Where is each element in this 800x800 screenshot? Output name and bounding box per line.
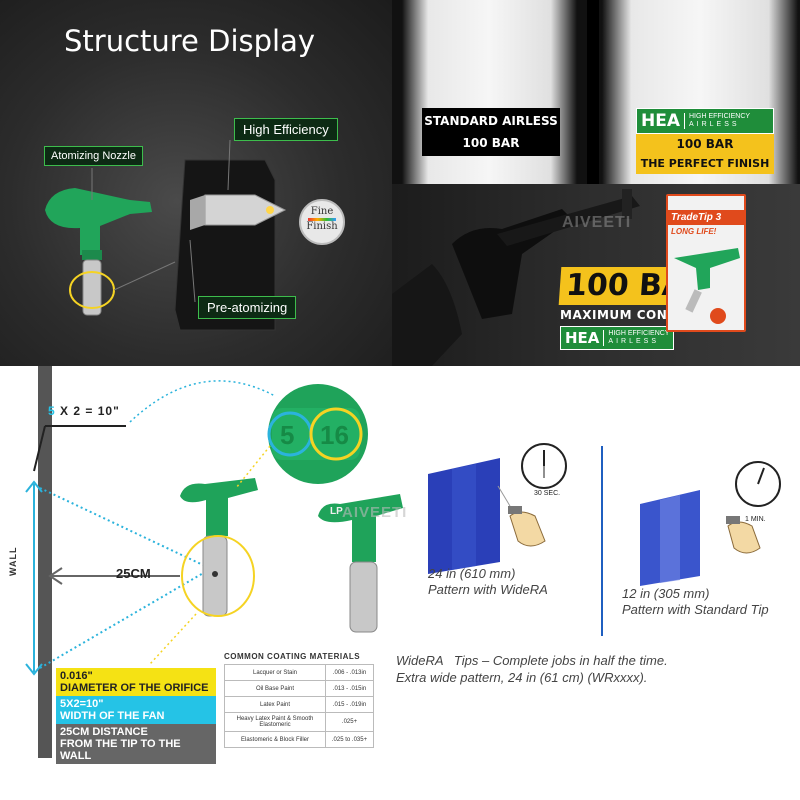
distance-info: 25CM DISTANCE FROM THE TIP TO THE WALL <box>56 724 216 764</box>
standard-pattern-name: Pattern with Standard Tip <box>622 602 769 617</box>
table-cell: .015 - .019in <box>325 696 374 713</box>
structure-panel: Structure Display High Efficiency Atomiz… <box>0 0 392 366</box>
table-cell: .025 to .035+ <box>325 731 374 748</box>
distance-label: 25CM <box>116 566 151 581</box>
table-row: Oil Base Paint.013 - .015in <box>224 680 374 697</box>
standard-pattern-size: 12 in (305 mm) <box>622 586 710 601</box>
clock-label-left: 30 SEC. <box>534 490 561 497</box>
promo-hea-desc: HIGH EFFICIENCY AIRLESS <box>603 330 669 346</box>
standard-airless-label: STANDARD AIRLESS 100 BAR <box>422 108 560 156</box>
box-tip-image <box>674 248 740 324</box>
badge-line-2: Finish <box>306 221 338 232</box>
structure-title: Structure Display <box>64 24 316 58</box>
table-cell: Lacquer or Stain <box>224 664 326 681</box>
wide-pattern-size: 24 in (610 mm) <box>428 566 516 581</box>
fan-info: 5X2=10" WIDTH OF THE FAN <box>56 696 216 724</box>
label-pre-atomizing: Pre-atomizing <box>198 296 297 319</box>
hea-line-2: AIRLESS <box>689 121 740 128</box>
wide-pattern <box>428 458 511 574</box>
hea-logo-box: HEA HIGH EFFICIENCY AIRLESS <box>636 108 774 134</box>
table-cell: .006 - .013in <box>325 664 374 681</box>
product-box: TradeTip 3 LONG LIFE! <box>666 194 746 332</box>
standard-pattern-caption: 12 in (305 mm) Pattern with Standard Tip <box>622 586 769 618</box>
table-cell: Heavy Latex Paint & Smooth Elastomeric <box>224 712 326 732</box>
promo-hea-line-2: AIRLESS <box>608 338 659 345</box>
standard-line-1: STANDARD AIRLESS <box>424 114 558 128</box>
fan-formula: 5 X 2 = 10" <box>48 404 120 418</box>
wide-pattern-name: Pattern with WideRA <box>428 582 548 597</box>
distance-value: 25CM DISTANCE <box>60 726 148 738</box>
promo-hea-logo: HEA HIGH EFFICIENCY AIRLESS <box>560 326 675 350</box>
table-row: Heavy Latex Paint & Smooth Elastomeric.0… <box>224 712 374 732</box>
perfect-finish: THE PERFECT FINISH <box>636 154 774 174</box>
label-atomizing-nozzle: Atomizing Nozzle <box>44 146 143 166</box>
widera-caption-line-2: Extra wide pattern, 24 in (61 cm) (WRxxx… <box>396 670 648 685</box>
orifice-info: 0.016" DIAMETER OF THE ORIFICE <box>56 668 216 696</box>
box-brand: TradeTip 3 <box>668 210 744 225</box>
coating-table: COMMON COATING MATERIALS Lacquer or Stai… <box>224 652 380 748</box>
promo-hea-mark: HEA <box>565 329 600 347</box>
table-cell: Latex Paint <box>224 696 326 713</box>
watermark: AIVEETI <box>562 214 632 231</box>
badge-line-1: Fine <box>310 206 334 217</box>
table-cell: .013 - .015in <box>325 680 374 697</box>
hea-line-1: HIGH EFFICIENCY <box>689 113 751 120</box>
box-tagline: LONG LIFE! <box>671 227 717 236</box>
compare-panel: STANDARD AIRLESS 100 BAR HEA HIGH EFFICI… <box>392 0 800 184</box>
rainbow-icon <box>308 218 336 221</box>
tip-side-label: LP <box>330 506 343 517</box>
tip-digit-5: 5 <box>280 420 295 450</box>
table-cell: Oil Base Paint <box>224 680 326 697</box>
table-row: Latex Paint.015 - .019in <box>224 696 374 713</box>
orifice-desc: DIAMETER OF THE ORIFICE <box>60 682 209 694</box>
fan-formula-rest: X 2 = 10" <box>60 404 120 418</box>
fan-desc: WIDTH OF THE FAN <box>60 710 165 722</box>
distance-desc: FROM THE TIP TO THE WALL <box>60 738 181 762</box>
fan-value: 5X2=10" <box>60 698 104 710</box>
table-row: Lacquer or Stain.006 - .013in <box>224 664 374 681</box>
coating-title: COMMON COATING MATERIALS <box>224 652 361 661</box>
fine-finish-badge: Fine Finish <box>302 206 342 233</box>
widera-caption-line-1: WideRA Tips – Complete jobs in half the … <box>396 653 668 668</box>
tip-digit-16: 16 <box>320 420 349 450</box>
clock-label-right: 1 MIN. <box>745 516 766 523</box>
structure-illustration <box>45 139 345 331</box>
standard-line-2: 100 BAR <box>462 136 520 150</box>
tip-diagram-lines <box>25 380 781 676</box>
promo-hea-line-1: HIGH EFFICIENCY <box>608 330 670 337</box>
table-cell: .025+ <box>325 712 374 732</box>
spray-gun-photo <box>392 189 640 366</box>
hea-label: HEA HIGH EFFICIENCY AIRLESS 100 BAR THE … <box>636 108 774 174</box>
hea-bar: 100 BAR <box>636 134 774 154</box>
standard-pattern <box>640 490 700 586</box>
wide-pattern-caption: 24 in (610 mm) Pattern with WideRA <box>428 566 548 598</box>
hea-desc: HIGH EFFICIENCY AIRLESS <box>684 113 750 129</box>
table-cell: Elastomeric & Block Filler <box>224 731 326 748</box>
label-high-efficiency: High Efficiency <box>234 118 338 141</box>
hea-logo: HEA <box>641 111 680 131</box>
promo-panel: AIVEETI 100 BAR MAXIMUM CONTROL HEA HIGH… <box>392 184 800 366</box>
wall-bar <box>38 366 52 758</box>
watermark: AIVEETI <box>342 504 408 521</box>
coating-rows: Lacquer or Stain.006 - .013in Oil Base P… <box>224 664 374 748</box>
widera-caption: WideRA Tips – Complete jobs in half the … <box>396 652 668 686</box>
table-row: Elastomeric & Block Filler.025 to .035+ <box>224 731 374 748</box>
fan-formula-prefix: 5 <box>48 404 56 418</box>
orifice-value: 0.016" <box>60 670 93 682</box>
